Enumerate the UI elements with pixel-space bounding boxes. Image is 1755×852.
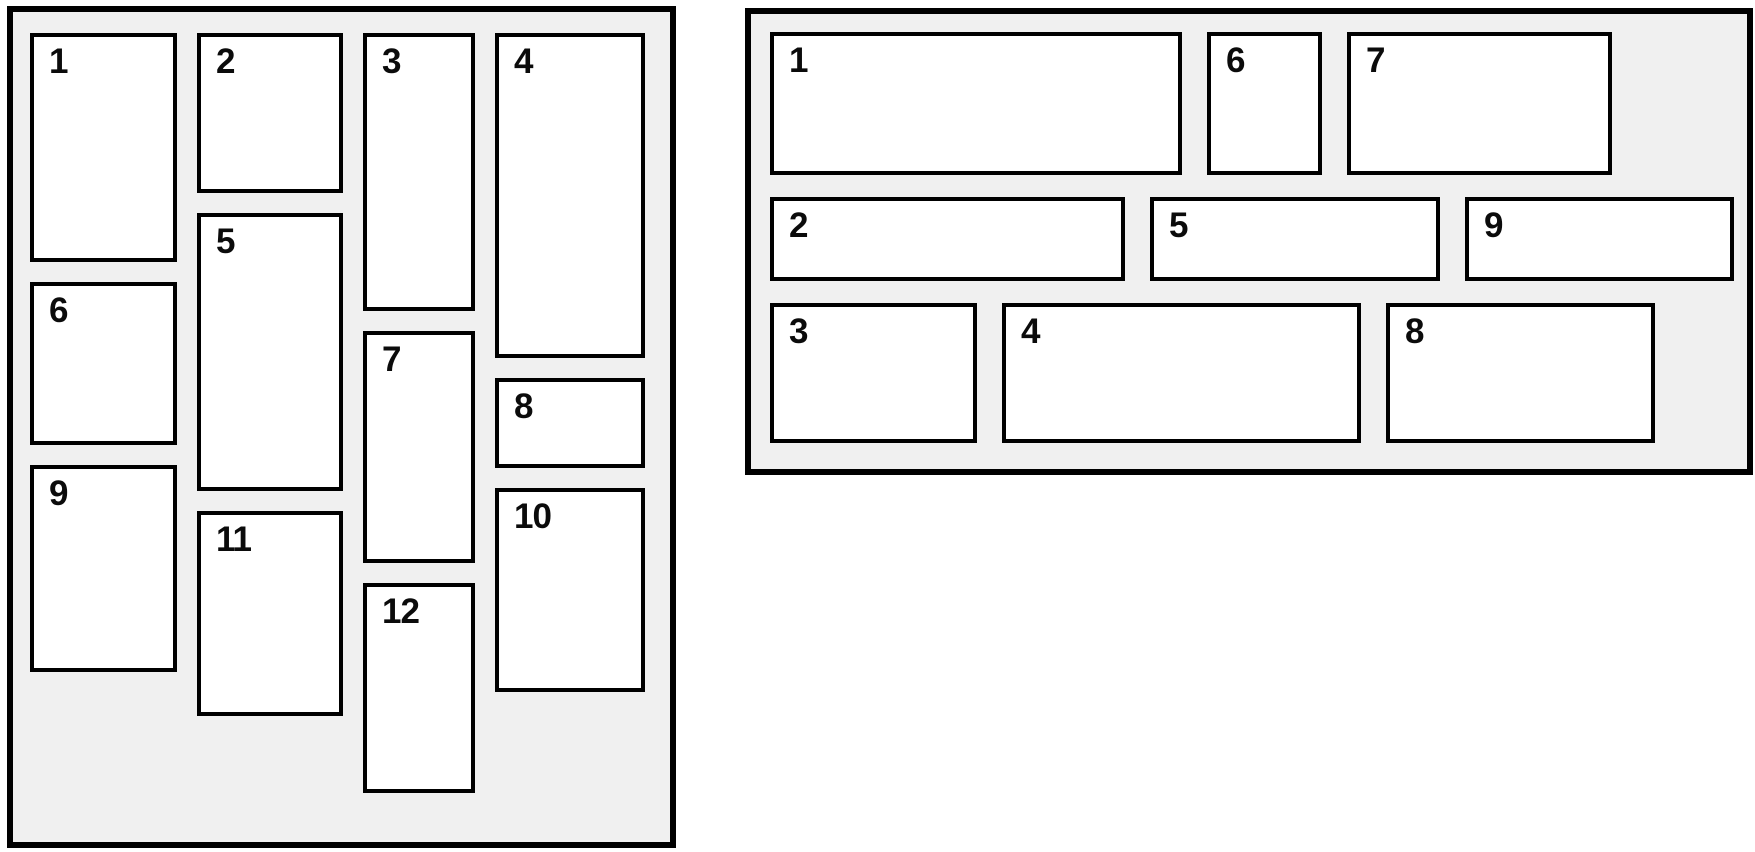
box-label: 9 bbox=[1484, 206, 1503, 245]
left-box-8: 8 bbox=[495, 378, 645, 468]
box-label: 6 bbox=[1226, 41, 1245, 80]
masonry-row-1: 1 6 7 bbox=[770, 32, 1612, 175]
right-box-4: 4 bbox=[1002, 303, 1361, 443]
horizontal-masonry-panel: 1 6 7 2 5 9 3 4 bbox=[745, 8, 1753, 475]
masonry-column-4: 4 8 10 bbox=[495, 33, 645, 692]
right-box-3: 3 bbox=[770, 303, 977, 443]
box-label: 3 bbox=[789, 312, 808, 351]
box-label: 7 bbox=[1366, 41, 1385, 80]
right-box-8: 8 bbox=[1386, 303, 1655, 443]
box-label: 7 bbox=[382, 340, 401, 379]
box-label: 4 bbox=[514, 42, 533, 81]
box-label: 8 bbox=[514, 387, 533, 426]
vertical-masonry-panel: 1 6 9 2 5 11 3 7 bbox=[7, 6, 676, 848]
box-label: 5 bbox=[216, 222, 235, 261]
box-label: 10 bbox=[514, 497, 552, 536]
right-box-9: 9 bbox=[1465, 197, 1734, 281]
right-box-6: 6 bbox=[1207, 32, 1322, 175]
box-label: 6 bbox=[49, 291, 68, 330]
left-box-1: 1 bbox=[30, 33, 177, 262]
right-box-5: 5 bbox=[1150, 197, 1440, 281]
box-label: 12 bbox=[382, 592, 420, 631]
left-box-4: 4 bbox=[495, 33, 645, 358]
box-label: 2 bbox=[216, 42, 235, 81]
left-box-7: 7 bbox=[363, 331, 475, 563]
box-label: 9 bbox=[49, 474, 68, 513]
left-box-2: 2 bbox=[197, 33, 343, 193]
masonry-column-1: 1 6 9 bbox=[30, 33, 177, 672]
left-box-3: 3 bbox=[363, 33, 475, 311]
left-box-9: 9 bbox=[30, 465, 177, 672]
left-box-12: 12 bbox=[363, 583, 475, 793]
left-box-11: 11 bbox=[197, 511, 343, 716]
right-box-2: 2 bbox=[770, 197, 1125, 281]
masonry-column-2: 2 5 11 bbox=[197, 33, 343, 716]
box-label: 4 bbox=[1021, 312, 1040, 351]
left-box-6: 6 bbox=[30, 282, 177, 445]
right-box-7: 7 bbox=[1347, 32, 1612, 175]
masonry-row-2: 2 5 9 bbox=[770, 197, 1734, 281]
box-label: 2 bbox=[789, 206, 808, 245]
left-box-10: 10 bbox=[495, 488, 645, 692]
masonry-row-3: 3 4 8 bbox=[770, 303, 1655, 443]
box-label: 5 bbox=[1169, 206, 1188, 245]
box-label: 1 bbox=[789, 41, 808, 80]
box-label: 1 bbox=[49, 42, 68, 81]
box-label: 8 bbox=[1405, 312, 1424, 351]
right-box-1: 1 bbox=[770, 32, 1182, 175]
left-box-5: 5 bbox=[197, 213, 343, 491]
masonry-column-3: 3 7 12 bbox=[363, 33, 475, 793]
box-label: 3 bbox=[382, 42, 401, 81]
box-label: 11 bbox=[216, 520, 252, 559]
